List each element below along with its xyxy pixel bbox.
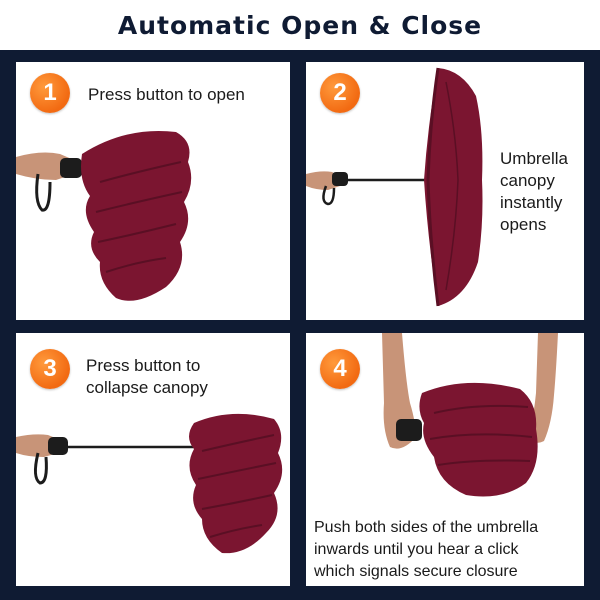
step-2-line-1: Umbrella	[500, 149, 569, 168]
step-4-text: Push both sides of the umbrella inwards …	[314, 517, 538, 583]
step-1-badge: 1	[30, 73, 70, 113]
step-3-line-1: Press button to	[86, 356, 201, 375]
step-4-panel: 4 Push both sides of the umbrella inward…	[306, 333, 584, 586]
header-bar: Automatic Open & Close	[0, 0, 600, 50]
step-4-badge: 4	[320, 349, 360, 389]
step-3-badge: 3	[30, 349, 70, 389]
step-2-line-3: instantly	[500, 193, 563, 212]
step-3-line-2: collapse canopy	[86, 378, 208, 397]
step-4-line-3: which signals secure closure	[314, 563, 518, 580]
step-3-panel: 3 Press button to collapse canopy	[16, 333, 290, 586]
closing-umbrella-image	[382, 333, 558, 497]
step-2-panel: 2 Umbrella canopy instantly opens	[306, 62, 584, 320]
step-2-text: Umbrella canopy instantly opens	[500, 148, 568, 236]
step-2-line-2: canopy	[500, 171, 555, 190]
step-3-text: Press button to collapse canopy	[86, 355, 208, 399]
page-title: Automatic Open & Close	[117, 10, 483, 40]
step-1-panel: 1 Press button to open	[16, 62, 290, 320]
open-umbrella-image	[306, 67, 483, 307]
step-4-line-1: Push both sides of the umbrella	[314, 519, 539, 536]
folded-umbrella-image	[16, 130, 192, 301]
collapsing-umbrella-image	[16, 413, 283, 554]
step-4-line-2: inwards until you hear a click	[314, 541, 519, 558]
step-1-text: Press button to open	[88, 85, 245, 104]
step-2-badge: 2	[320, 73, 360, 113]
step-2-line-4: opens	[500, 215, 547, 234]
